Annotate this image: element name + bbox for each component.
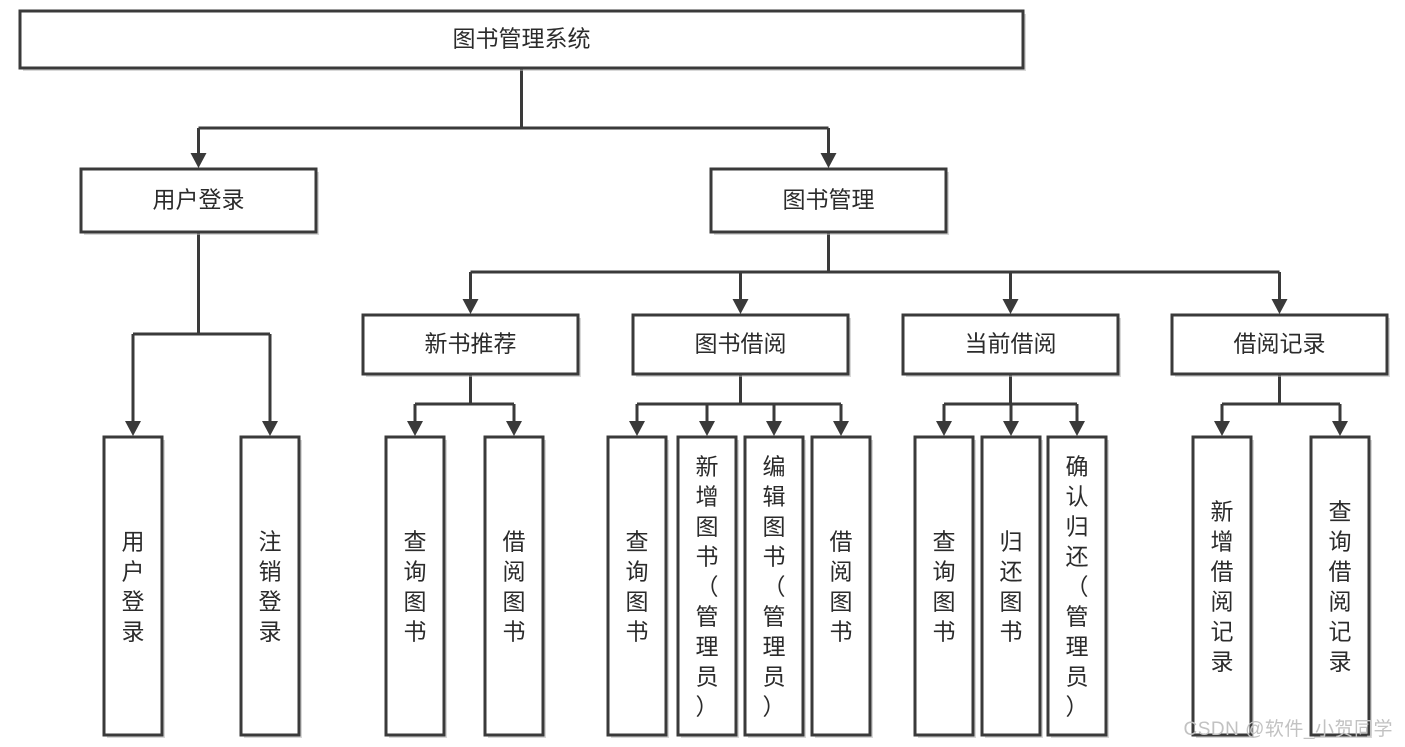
node-leaf-edit-book[interactable]: 编辑图书（管理员） [743,435,805,737]
connector-arrowhead [506,421,522,436]
connector-arrowhead [732,299,749,314]
node-box-book-manage[interactable] [709,167,948,234]
node-label-leaf-query-book-3: 查询图书 [933,528,956,644]
node-borrow-record[interactable]: 借阅记录 [1170,313,1389,376]
connector-arrowhead [936,421,952,436]
connectors-layer [125,68,1348,436]
connector-arrowhead [1332,421,1348,436]
node-leaf-query-book-1[interactable]: 查询图书 [384,435,446,737]
node-label-new-book-rec: 新书推荐 [425,331,517,357]
node-label-book-borrow: 图书借阅 [695,331,787,357]
node-box-leaf-query-record[interactable] [1309,435,1371,737]
node-label-leaf-borrow-book-1: 借阅图书 [503,528,526,644]
node-box-leaf-borrow-book-2[interactable] [810,435,872,737]
node-box-leaf-query-book-2[interactable] [606,435,668,737]
node-box-leaf-confirm-return[interactable] [1046,435,1108,737]
node-box-leaf-query-book-3[interactable] [913,435,975,737]
node-box-leaf-edit-book[interactable] [743,435,805,737]
node-label-leaf-confirm-return: 确认归还（管理员） [1066,453,1089,719]
connector-arrowhead [407,421,423,436]
node-box-leaf-logout[interactable] [239,435,301,737]
node-box-leaf-user-login[interactable] [102,435,164,737]
node-box-borrow-record[interactable] [1170,313,1389,376]
nodes-layer: 图书管理系统用户登录图书管理新书推荐图书借阅当前借阅借阅记录用户登录注销登录查询… [18,9,1390,738]
node-label-leaf-add-book: 新增图书（管理员） [696,453,719,719]
connector-arrowhead [1271,299,1288,314]
node-book-borrow[interactable]: 图书借阅 [631,313,850,376]
node-leaf-add-book[interactable]: 新增图书（管理员） [676,435,738,737]
node-leaf-return-book[interactable]: 归还图书 [980,435,1042,737]
node-user-login[interactable]: 用户登录 [79,167,318,234]
node-label-root: 图书管理系统 [453,26,591,52]
node-leaf-borrow-book-1[interactable]: 借阅图书 [483,435,545,737]
node-leaf-query-book-2[interactable]: 查询图书 [606,435,668,737]
node-book-manage[interactable]: 图书管理 [709,167,948,234]
connector-arrowhead [262,421,278,436]
node-label-book-manage: 图书管理 [783,187,875,213]
node-box-user-login[interactable] [79,167,318,234]
node-box-leaf-query-book-1[interactable] [384,435,446,737]
node-box-new-book-rec[interactable] [361,313,580,376]
node-box-current-borrow[interactable] [901,313,1120,376]
node-leaf-query-book-3[interactable]: 查询图书 [913,435,975,737]
node-new-book-rec[interactable]: 新书推荐 [361,313,580,376]
connector-arrowhead [125,421,141,436]
node-label-leaf-logout: 注销登录 [259,528,282,644]
node-leaf-user-login[interactable]: 用户登录 [102,435,164,737]
node-label-leaf-query-book-1: 查询图书 [404,528,427,644]
connector-arrowhead [820,153,837,168]
node-current-borrow[interactable]: 当前借阅 [901,313,1120,376]
node-leaf-borrow-book-2[interactable]: 借阅图书 [810,435,872,737]
node-root[interactable]: 图书管理系统 [18,9,1025,70]
node-label-leaf-query-record: 查询借阅记录 [1329,498,1352,674]
connector-arrowhead [1003,421,1019,436]
node-box-book-borrow[interactable] [631,313,850,376]
node-label-leaf-return-book: 归还图书 [1000,528,1023,644]
node-leaf-query-record[interactable]: 查询借阅记录 [1309,435,1371,737]
connector-arrowhead [1002,299,1019,314]
node-box-leaf-borrow-book-1[interactable] [483,435,545,737]
connector-arrowhead [462,299,479,314]
node-box-root[interactable] [18,9,1025,70]
node-label-leaf-edit-book: 编辑图书（管理员） [763,453,786,719]
connector-arrowhead [766,421,782,436]
connector-arrowhead [1214,421,1230,436]
node-leaf-add-record[interactable]: 新增借阅记录 [1191,435,1253,737]
node-leaf-logout[interactable]: 注销登录 [239,435,301,737]
connector-arrowhead [190,153,207,168]
node-label-borrow-record: 借阅记录 [1234,331,1326,357]
node-label-leaf-borrow-book-2: 借阅图书 [830,528,853,644]
node-label-leaf-user-login: 用户登录 [122,528,145,644]
node-leaf-confirm-return[interactable]: 确认归还（管理员） [1046,435,1108,737]
connector-arrowhead [1069,421,1085,436]
connector-arrowhead [833,421,849,436]
connector-arrowhead [629,421,645,436]
node-label-user-login: 用户登录 [153,187,245,213]
node-label-leaf-add-record: 新增借阅记录 [1211,498,1234,674]
node-label-leaf-query-book-2: 查询图书 [626,528,649,644]
node-label-current-borrow: 当前借阅 [965,331,1057,357]
connector-arrowhead [699,421,715,436]
node-box-leaf-add-book[interactable] [676,435,738,737]
node-box-leaf-add-record[interactable] [1191,435,1253,737]
node-box-leaf-return-book[interactable] [980,435,1042,737]
